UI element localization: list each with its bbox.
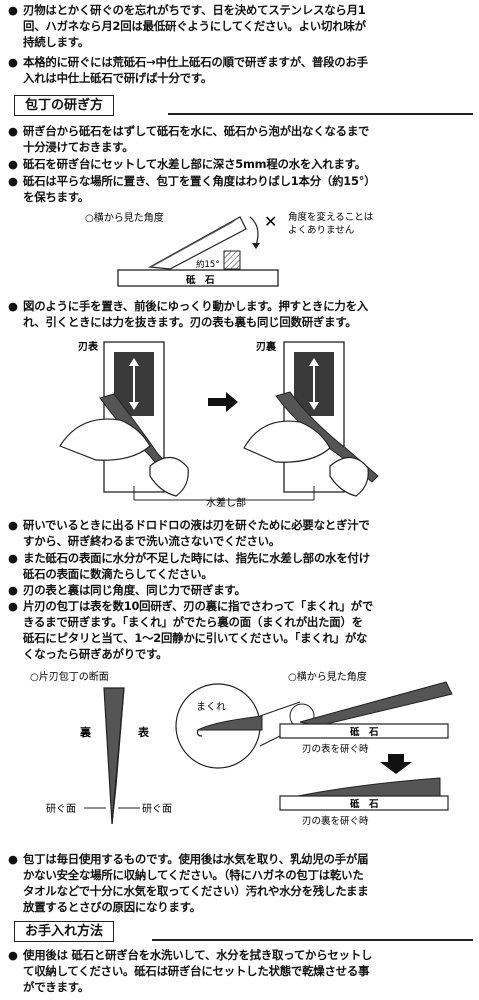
bullet-dot: ● — [8, 948, 18, 962]
burr-blade-zoom — [196, 715, 263, 731]
section-heading-sharpening: 包丁の研ぎ方 — [14, 95, 115, 116]
bullet-dot: ● — [8, 599, 18, 613]
stone-label: 砥 石 — [186, 274, 215, 286]
ground-surface-right: 研ぐ面 — [142, 803, 172, 815]
back-side-label: 裏 — [79, 725, 92, 739]
bullet-hand-position: ● 図のように手を置き、前後にゆっくり動かします。押すときに力を入 れ、引くとき… — [8, 299, 368, 329]
blade-front-label: 刃表 — [78, 340, 99, 353]
arrow-down-icon — [309, 402, 319, 410]
bullet-dot: ● — [8, 551, 18, 565]
arrow-up-icon — [129, 358, 139, 366]
bullet-slurry: ● 研いでいるときに出るドロドロの液は刃を研ぐために必要なとぎ汁で すから、研ぎ… — [8, 518, 370, 548]
chopstick-icon — [223, 250, 241, 270]
stone-label-2: 砥 石 — [350, 798, 379, 810]
heading-underline — [152, 939, 473, 941]
caption-back-grind: 刃の裏を研ぐ時 — [302, 815, 369, 827]
arrow-up-icon — [309, 358, 319, 366]
bullet-single-edge: ● 片刃の包丁は表を数10回研ぎ、刃の裏に指でさわって「まくれ」がで きるまで研… — [8, 599, 374, 661]
hand-icon-right-b — [329, 456, 369, 497]
bullet-dot: ● — [8, 518, 18, 532]
cross-section-figure: ○片刃包丁の断面 裏 表 研ぐ面 研ぐ面 ○横から見た角度 まくれ 砥 石 刃の… — [30, 670, 453, 827]
bullet-dot: ● — [8, 583, 18, 597]
front-side-label: 表 — [137, 725, 150, 739]
whetstone — [117, 269, 279, 287]
wrong-x-icon: ✕ — [264, 212, 277, 231]
blade-back-label: 刃裏 — [256, 340, 277, 353]
bullet-dot: ● — [8, 124, 18, 138]
arrow-down-icon — [129, 402, 139, 410]
burr-label: まくれ — [196, 701, 226, 713]
hands-figure: 刃表 刃裏 水差し部 — [59, 340, 379, 509]
cross-section-title: ○片刃包丁の断面 — [30, 670, 109, 683]
bullet-set-stone: ● 砥石を研ぎ台にセットして水差し部に深さ5mm程の水を入れます。 — [8, 157, 366, 171]
wrong-note-line2: よくありません — [288, 225, 354, 236]
bullet-dot: ● — [8, 3, 18, 17]
down-arrow-icon — [380, 754, 412, 774]
side-view-label: ○横から見た角度 — [85, 211, 164, 224]
wrong-note-line1: 角度を変えることは — [288, 211, 374, 223]
ground-surface-left: 研ぐ面 — [46, 803, 76, 815]
knife-angle-icon — [299, 681, 453, 727]
bullet-dot: ● — [8, 157, 18, 171]
heading-underline — [168, 113, 473, 115]
bullet-dot: ● — [8, 852, 18, 866]
caption-front-grind: 刃の表を研ぐ時 — [302, 743, 369, 755]
whetstone-back — [279, 795, 449, 811]
knife-edge-shade — [150, 217, 240, 267]
arrow-head-icon — [252, 243, 260, 249]
bullet-angle: ● 砥石は平らな場所に置き、包丁を置く角度はわりばし1本分（約15°） を保ちま… — [8, 174, 376, 204]
intro-bullet-2: ● 本格的に研ぐには荒砥石→中仕上砥石の順で研ぎますが、普段のお手 入れは中仕上… — [8, 55, 368, 85]
angle-label: 約15° — [196, 259, 220, 270]
hand-icon-left-b — [149, 456, 189, 497]
rotate-arrow-icon — [249, 216, 259, 246]
hand-icon-left-a — [59, 418, 151, 461]
stone-label-1: 砥 石 — [350, 726, 379, 738]
knife-flat-icon — [297, 777, 441, 797]
angle-figure: ○横から見た角度 ✕ 角度を変えることは よくありません 約15° 砥 石 — [85, 211, 374, 287]
bullet-add-water: ● また砥石の表面に水分が不足した時には、指先に水差し部の水を付け 砥石の表面に… — [8, 551, 370, 581]
section-heading-care: お手入れ方法 — [14, 921, 115, 942]
bullet-dot: ● — [8, 174, 18, 188]
bullet-dot: ● — [8, 299, 18, 313]
bullet-care: ● 使用後は 砥石と研ぎ台を水洗いして、水分を拭き取ってからセットし て収納して… — [8, 948, 373, 994]
bullet-same-angle: ● 刃の表と裏は同じ角度、同じ力で研ぎます。 — [8, 583, 246, 597]
water-well-label: 水差し部 — [206, 496, 246, 509]
hand-icon-right-a — [243, 420, 331, 463]
knife-blade-icon — [148, 216, 247, 270]
next-arrow-icon — [208, 392, 238, 412]
bullet-dot: ● — [8, 55, 18, 69]
bullet-daily-use: ● 包丁は毎日使用するものです。使用後は水気を取り、乳幼児の手が届 かない安全な… — [8, 852, 369, 914]
side-view-label-2: ○横から見た角度 — [288, 670, 367, 683]
whetstone-front — [279, 723, 449, 739]
bullet-soak-stone: ● 研ぎ台から砥石をはずして砥石を水に、砥石から泡が出なくなるまで 十分浸けてお… — [8, 124, 370, 154]
intro-bullet-1: ● 刃物はとかく研ぐのを忘れがちです、日を決めてステンレスなら月1 回、ハガネな… — [8, 3, 366, 49]
